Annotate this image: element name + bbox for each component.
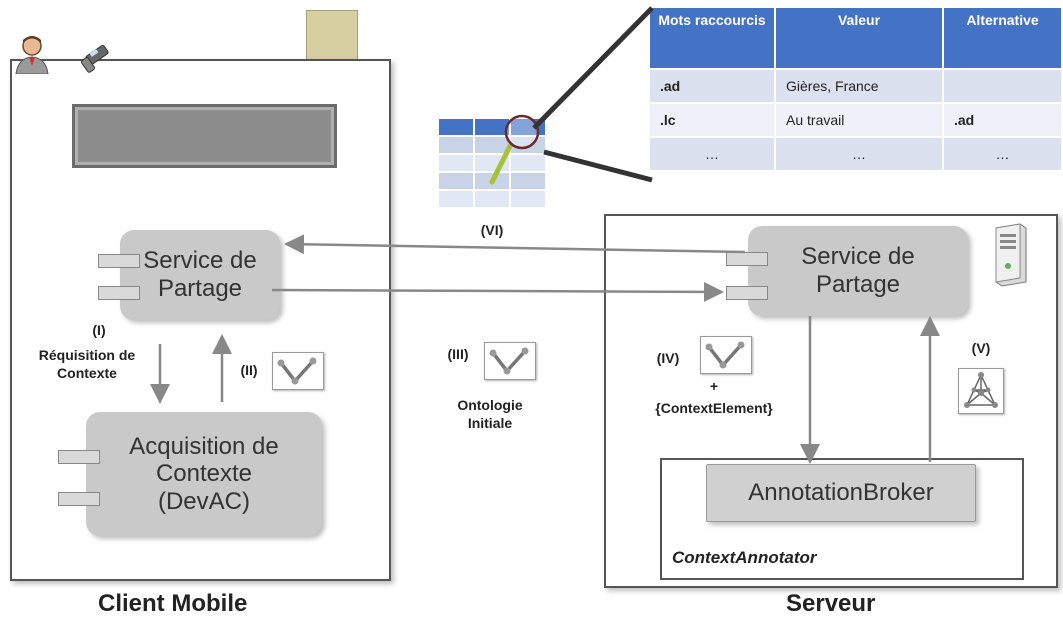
table-cell: Gières, France xyxy=(776,70,944,102)
phone-screen xyxy=(72,104,337,168)
table-cell: .ad xyxy=(944,104,1063,136)
step-i: (I) xyxy=(92,322,106,338)
ontology-check-icon xyxy=(272,352,324,390)
user-icon xyxy=(14,34,50,75)
header-alternative: Alternative xyxy=(944,8,1063,68)
step-iv-text: {ContextElement} xyxy=(655,400,773,416)
table-header-row: Mots raccourcis Valeur Alternative xyxy=(650,8,1063,68)
header-mots: Mots raccourcis xyxy=(650,8,776,68)
annotation-broker: AnnotationBroker xyxy=(706,464,976,522)
client-battery-decoration xyxy=(306,10,358,64)
step-iii-text-1: Ontologie xyxy=(457,397,523,413)
step-iv: (IV) xyxy=(656,350,680,366)
step-v: (V) xyxy=(971,340,991,356)
header-valeur: Valeur xyxy=(776,8,944,68)
server-service-port-top xyxy=(726,252,768,266)
table-cell: Au travail xyxy=(776,104,944,136)
acq-label-3: (DevAC) xyxy=(157,487,250,515)
client-title: Client Mobile xyxy=(98,590,248,617)
table-row: .ad Gières, France xyxy=(650,70,1063,102)
magnifier-icon xyxy=(484,110,544,190)
client-service-port-top xyxy=(98,254,140,268)
table-cell: … xyxy=(944,138,1063,170)
server-title: Serveur xyxy=(786,590,876,617)
acq-label-1: Acquisition de xyxy=(129,432,279,460)
step-ii: (II) xyxy=(240,362,258,378)
table-cell: .lc xyxy=(650,104,776,136)
client-acquisition-contexte: Acquisition de Contexte (DevAC) xyxy=(86,412,322,536)
table-cell: .ad xyxy=(650,70,776,102)
acq-port-top xyxy=(58,450,100,464)
step-iv-plus: + xyxy=(709,378,719,394)
step-vi: (VI) xyxy=(480,222,504,238)
table-cell: … xyxy=(776,138,944,170)
server-service-port-bottom xyxy=(726,286,768,300)
ontology-graph-icon xyxy=(958,368,1004,414)
table-row: .lc Au travail .ad xyxy=(650,104,1063,136)
table-cell: … xyxy=(650,138,776,170)
server-tower-icon xyxy=(990,222,1030,288)
client-service-partage: Service de Partage xyxy=(120,230,280,320)
step-i-text: Réquisition de Contexte xyxy=(22,346,152,382)
step-iii-text: Ontologie Initiale xyxy=(440,396,540,432)
callout-line-top xyxy=(532,6,654,130)
acq-label-2: Contexte xyxy=(155,460,253,488)
client-service-label-1: Service de xyxy=(143,247,257,275)
step-i-text-2: Contexte xyxy=(57,365,117,381)
server-service-partage: Service de Partage xyxy=(748,226,968,316)
step-i-text-1: Réquisition de xyxy=(38,347,136,363)
keyword-table: Mots raccourcis Valeur Alternative .ad G… xyxy=(650,6,1063,172)
context-annotator-label: ContextAnnotator xyxy=(672,548,817,567)
table-grid-icon xyxy=(436,116,548,212)
acq-port-bottom xyxy=(58,492,100,506)
table-row: … … … xyxy=(650,138,1063,170)
step-iii-text-2: Initiale xyxy=(467,415,513,431)
ontology-check-icon xyxy=(700,336,752,374)
keyword-table-wrap: Mots raccourcis Valeur Alternative .ad G… xyxy=(650,6,1063,172)
annotation-broker-label: AnnotationBroker xyxy=(748,479,934,507)
ontology-check-icon xyxy=(484,342,536,380)
callout-line-bottom xyxy=(543,149,653,183)
client-service-label-2: Partage xyxy=(157,275,243,302)
table-cell xyxy=(944,70,1063,102)
server-service-label-1: Service de xyxy=(801,243,915,271)
step-iii: (III) xyxy=(447,346,469,362)
client-service-port-bottom xyxy=(98,286,140,300)
server-service-label-2: Partage xyxy=(815,271,901,298)
phone-icon xyxy=(80,44,112,74)
